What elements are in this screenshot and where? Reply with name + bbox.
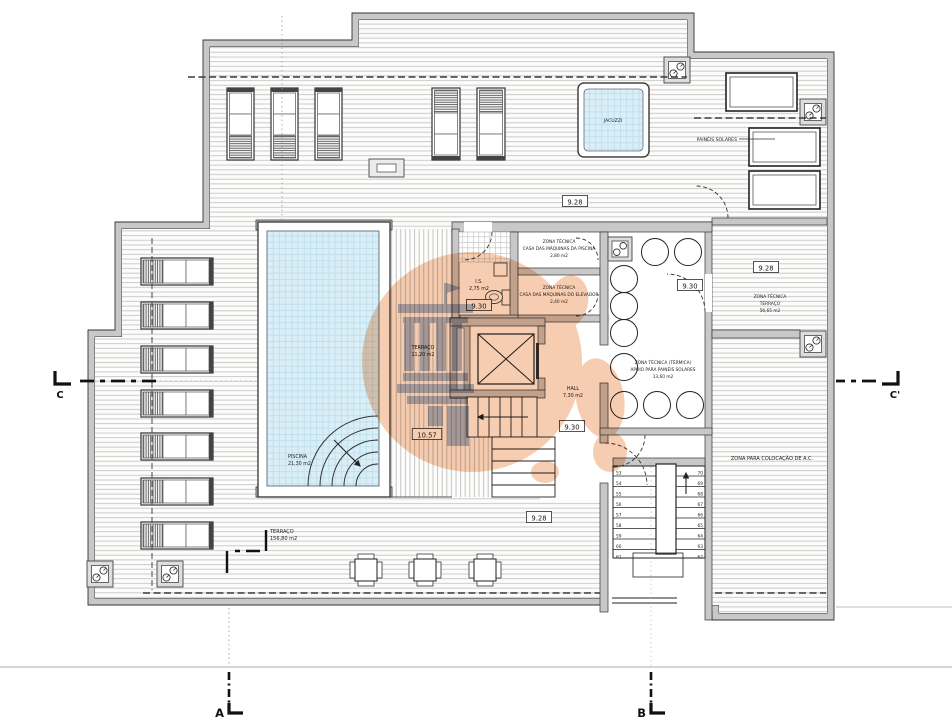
svg-text:56,65 m2: 56,65 m2 [760,308,781,314]
svg-text:C': C' [890,390,900,401]
pool [255,219,393,498]
terrace-tables [349,553,502,587]
loungers-top-right [431,87,506,161]
terrace-leader [225,530,268,573]
wall-strip-mid [711,329,801,339]
svg-text:9.30: 9.30 [682,283,697,291]
drain-icon [799,330,827,358]
svg-text:CASA DAS MÁQUINAS DA PISCINA: CASA DAS MÁQUINAS DA PISCINA [523,245,596,252]
ground-lines [0,606,952,668]
svg-text:13,60 m2: 13,60 m2 [653,374,674,380]
drain-icon [799,98,827,126]
svg-text:9.28: 9.28 [758,265,773,273]
watermark-logo [362,252,627,483]
stair-stringer [655,463,677,555]
zt-piscina-label: ZONA TÉCNICA [543,237,576,245]
svg-text:53: 53 [616,471,622,477]
zt-terraco-label: ZONA TÉCNICA [754,292,787,300]
drain-icon [86,560,114,588]
roof-vent [368,158,405,178]
svg-text:9.30: 9.30 [564,424,579,432]
drain-icon [156,560,184,588]
stair-landing [632,552,684,578]
door-gap-is [464,222,492,232]
svg-text:58: 58 [616,523,622,529]
jacuzzi-label: JACUZZI [603,118,622,124]
section-marker-c-prime: C' [836,371,900,401]
svg-text:TERRAÇO: TERRAÇO [759,301,781,307]
svg-text:70: 70 [698,471,704,477]
terrace-main-label: TERRAÇO [269,529,294,535]
svg-text:55: 55 [616,492,622,498]
dimension-box [526,511,553,523]
svg-text:156,80 m2: 156,80 m2 [270,536,297,542]
svg-text:B: B [637,706,646,720]
wall-solar-bottom [711,217,828,226]
svg-text:69: 69 [698,481,704,487]
section-marker-b: B [637,672,665,720]
svg-text:APOIO PARA PAINÉIS SOLARES: APOIO PARA PAINÉIS SOLARES [630,365,695,373]
svg-text:9.28: 9.28 [567,199,582,207]
table [408,553,442,587]
solar-support-tanks [610,238,704,419]
solar-panels: PAINÉIS SOLARES [697,72,821,210]
door-gap-tank [705,274,712,312]
svg-text:68: 68 [698,492,704,498]
drain-icon [607,236,633,262]
dimension-box [753,261,780,273]
svg-text:59: 59 [616,534,622,540]
svg-text:9.28: 9.28 [531,515,546,523]
svg-text:A: A [215,706,224,720]
jacuzzi: JACUZZI [577,82,650,158]
svg-text:2,80 m2: 2,80 m2 [550,253,568,259]
dimension-box [562,195,589,207]
dimension-box [677,279,704,291]
pool-steps-arrow [333,439,361,467]
loungers-top-left [226,87,343,161]
zona-ac-label: ZONA PARA COLOCAÇÃO DE A.C. [731,455,814,462]
main-stairs [612,463,706,604]
svg-text:66: 66 [698,513,704,519]
table [468,553,502,587]
solar-panels-label: PAINÉIS SOLARES [697,135,737,143]
stair-step-numbers: 53 54 55 56 57 58 59 60 61 70 69 68 67 66 65 64 63 62 [616,471,703,561]
svg-text:61: 61 [616,555,622,561]
svg-text:56: 56 [616,502,622,508]
table [349,553,383,587]
svg-text:67: 67 [698,502,704,508]
svg-text:C: C [56,390,63,401]
drains [86,56,827,588]
watermark-temple-icon [397,283,474,446]
section-marker-a: A [215,672,243,720]
svg-text:57: 57 [616,513,622,519]
svg-text:63: 63 [698,544,704,550]
door-zt-piscina [575,237,599,261]
svg-text:21,30 m2: 21,30 m2 [288,461,311,467]
loungers-left-column [140,257,214,550]
svg-text:64: 64 [698,534,704,540]
piscina-label: PISCINA [288,454,308,460]
drain-icon [663,56,691,84]
zt-termica-label: ZONA TÉCNICA (TÉRMICA) [635,358,692,366]
dashed-lines [95,16,826,667]
svg-text:54: 54 [616,481,622,487]
section-marker-c: C [53,371,162,401]
svg-text:60: 60 [616,544,622,550]
svg-text:65: 65 [698,523,704,529]
svg-text:62: 62 [698,555,704,561]
